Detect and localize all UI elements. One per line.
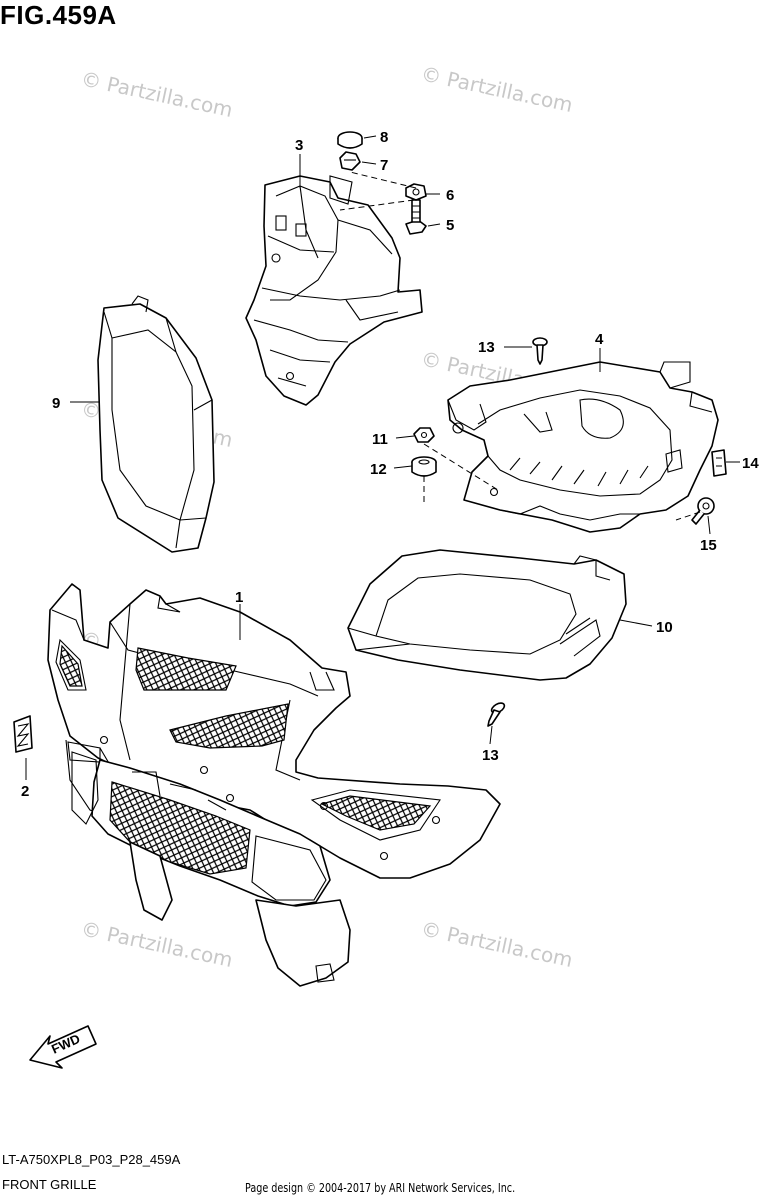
- watermark-text: © Partzilla.com: [79, 66, 235, 122]
- part-4-lower-cover[interactable]: [447, 361, 719, 533]
- callout-2: 2: [21, 783, 29, 800]
- part-12-grommet[interactable]: [411, 456, 437, 477]
- callouts: 1 2 3 4 5 6 7 8 9 10 11 12 13 13 14 15: [21, 129, 759, 800]
- watermark-text: © Partzilla.com: [419, 61, 575, 117]
- watermark-text: © Partzilla.com: [419, 916, 575, 972]
- callout-9: 9: [52, 395, 60, 412]
- callout-11: 11: [372, 431, 388, 448]
- part-3-upper-bracket[interactable]: [245, 175, 423, 406]
- fwd-arrow: FWD: [29, 1025, 97, 1069]
- part-14-clip[interactable]: [711, 449, 727, 477]
- part-13-screw[interactable]: [487, 701, 506, 727]
- part-10-right-bezel[interactable]: [347, 549, 627, 681]
- assembly-name: FRONT GRILLE: [2, 1177, 97, 1192]
- callout-3: 3: [295, 137, 303, 154]
- watermark-text: © Partzilla.com: [79, 916, 235, 972]
- callout-1: 1: [235, 589, 243, 606]
- part-7-clip[interactable]: [339, 151, 361, 171]
- callout-4: 4: [595, 331, 604, 348]
- callout-13: 13: [478, 339, 495, 356]
- callout-7: 7: [380, 157, 388, 174]
- figure-title: FIG.459A: [0, 0, 117, 30]
- callout-13: 13: [482, 747, 499, 764]
- callout-10: 10: [656, 619, 673, 636]
- callout-5: 5: [446, 217, 454, 234]
- callout-12: 12: [370, 461, 387, 478]
- part-6-nut[interactable]: [405, 183, 427, 201]
- part-5-bolt[interactable]: [405, 199, 427, 235]
- drawing-code: LT-A750XPL8_P03_P28_459A: [2, 1152, 181, 1167]
- callout-6: 6: [446, 187, 454, 204]
- part-15-rivet[interactable]: [691, 497, 715, 525]
- part-2-emblem[interactable]: [13, 715, 33, 753]
- copyright-notice: Page design © 2004-2017 by ARI Network S…: [245, 1181, 516, 1195]
- leader-lines: [25, 135, 740, 780]
- callout-8: 8: [380, 129, 388, 146]
- part-8-grommet[interactable]: [337, 131, 363, 149]
- part-9-headlight-bezel[interactable]: [97, 295, 215, 553]
- callout-14: 14: [742, 455, 759, 472]
- callout-15: 15: [700, 537, 717, 554]
- part-1-front-grille[interactable]: [47, 583, 501, 987]
- part-13-screw[interactable]: [532, 337, 548, 365]
- part-11-nut[interactable]: [413, 427, 435, 443]
